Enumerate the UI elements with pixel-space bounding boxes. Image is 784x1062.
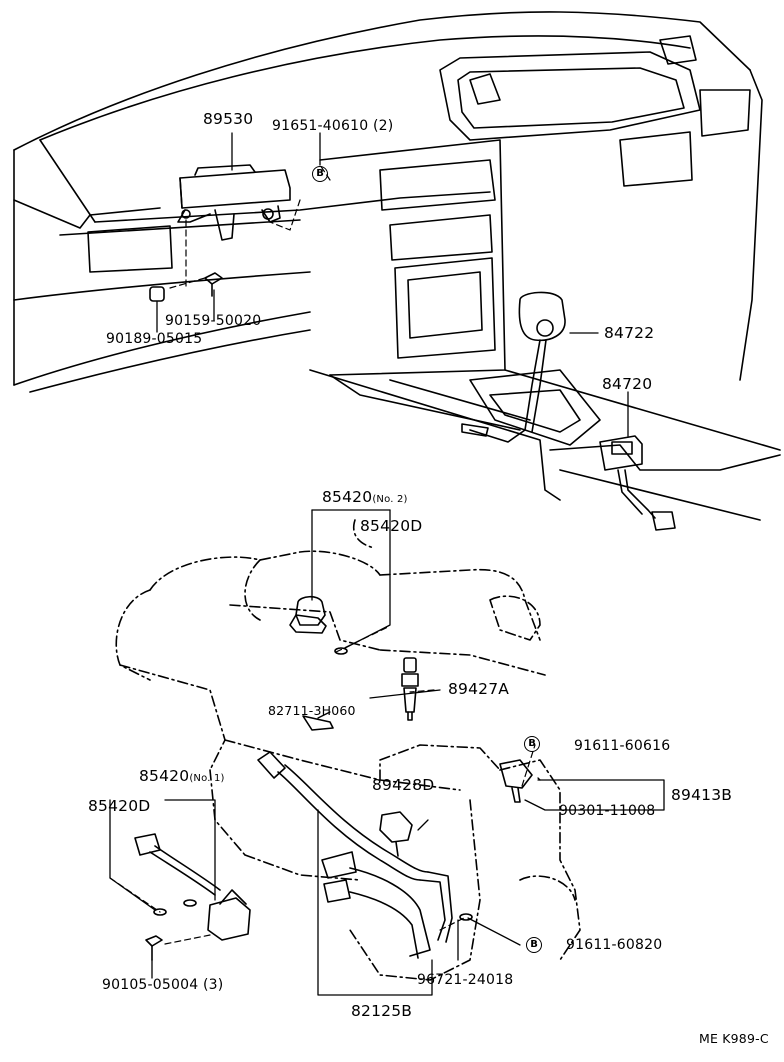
- label-84720: 84720: [602, 375, 653, 393]
- knock-sensor-no1: [134, 833, 473, 961]
- label-82711-3H060: 82711-3H060: [268, 703, 356, 718]
- label-89413B: 89413B: [671, 786, 733, 804]
- label-90301-11008: 90301-11008: [559, 803, 656, 819]
- leader-lines: [109, 132, 665, 996]
- figure-code: ME K989-C: [699, 1031, 769, 1046]
- temp-sensor: [401, 657, 419, 721]
- wire-harness: [257, 751, 453, 959]
- wire-bracket: [302, 715, 334, 731]
- label-85420-no2: 85420(No. 2): [322, 489, 408, 508]
- pattern-switch: [599, 435, 676, 531]
- label-85420-no1-suffix: (No. 1): [189, 773, 225, 784]
- label-85420D-top: 85420D: [360, 517, 423, 535]
- marker-b-icon: B: [526, 937, 542, 953]
- knock-sensor-no2: [289, 595, 348, 655]
- label-91651-40610: 91651-40610 (2): [272, 118, 394, 134]
- label-85420-no1-number: 85420: [139, 767, 190, 785]
- label-90159-50020: 90159-50020: [165, 313, 262, 329]
- label-96721-24018: 96721-24018: [417, 972, 514, 988]
- label-91611-60616: 91611-60616: [574, 738, 671, 754]
- marker-b-icon: B: [524, 736, 540, 752]
- vsv-sensor: [379, 811, 413, 857]
- label-85420-no1: 85420(No. 1): [139, 768, 225, 787]
- engine-outline: [115, 519, 581, 981]
- dashboard-outline: [13, 11, 781, 521]
- label-90189-05015: 90189-05015: [106, 331, 203, 347]
- label-90105-05004: 90105-05004 (3): [102, 977, 224, 993]
- label-89427A: 89427A: [448, 680, 510, 698]
- marker-b-icon: B: [312, 166, 328, 182]
- label-91611-60820: 91611-60820: [566, 937, 663, 953]
- label-85420-no2-suffix: (No. 2): [372, 494, 408, 505]
- label-82125B: 82125B: [351, 1002, 413, 1020]
- label-89530: 89530: [203, 110, 254, 128]
- computer-unit: [177, 164, 291, 241]
- label-89428D: 89428D: [372, 776, 435, 794]
- label-85420-no2-number: 85420: [322, 488, 373, 506]
- dashed-leaders: [109, 164, 536, 945]
- label-85420D-bottom: 85420D: [88, 797, 151, 815]
- upper-fasteners: [149, 272, 223, 302]
- shift-lever: [461, 291, 566, 443]
- label-84722: 84722: [604, 324, 655, 342]
- crank-sensor: [499, 759, 533, 803]
